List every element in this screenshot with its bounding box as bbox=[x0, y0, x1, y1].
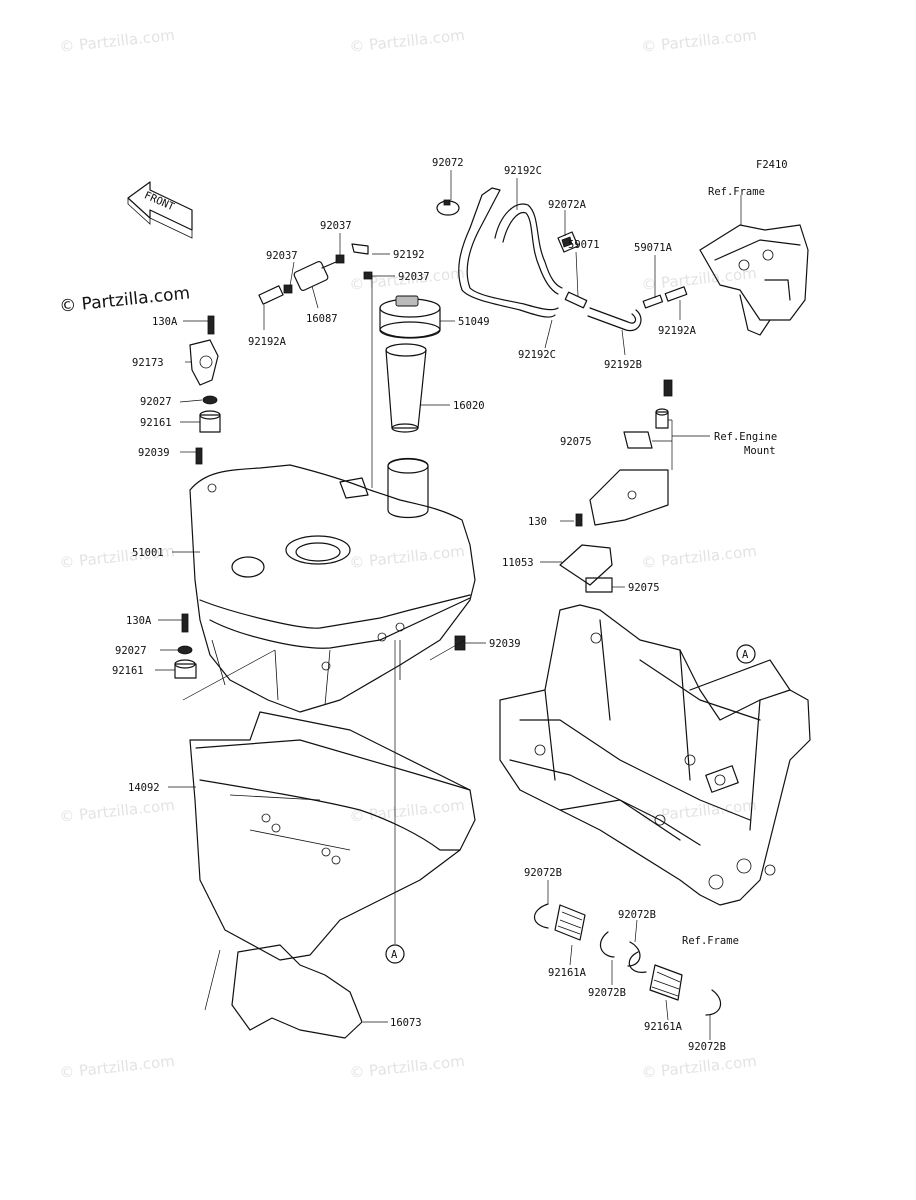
callout-92192: 92192 bbox=[393, 249, 425, 261]
callout-92072: 92072 bbox=[432, 157, 464, 169]
callout-51001: 51001 bbox=[132, 547, 164, 559]
callout-59071A: 59071A bbox=[634, 242, 673, 254]
callout-92173: 92173 bbox=[132, 357, 164, 369]
callout-labels: 92072 92192C 92072A 92037 92037 92192 92… bbox=[112, 157, 777, 1053]
fuel-strainer bbox=[385, 343, 427, 433]
watermark: © Partzilla.com bbox=[349, 1052, 466, 1082]
callout-92161A-2: 92161A bbox=[644, 1021, 683, 1033]
watermark: © Partzilla.com bbox=[641, 26, 758, 56]
tank-guard bbox=[189, 711, 476, 961]
callout-92161A-1: 92161A bbox=[548, 967, 587, 979]
callout-92039-top: 92039 bbox=[138, 447, 170, 459]
breather-hose-assembly bbox=[436, 187, 688, 332]
callout-16073: 16073 bbox=[390, 1017, 422, 1029]
callout-92027-top: 92027 bbox=[140, 396, 172, 408]
callout-130A-bottom: 130A bbox=[126, 615, 152, 627]
callout-11053: 11053 bbox=[502, 557, 534, 569]
callout-16087: 16087 bbox=[306, 313, 338, 325]
callout-92192A-right: 92192A bbox=[658, 325, 697, 337]
watermark: © Partzilla.com bbox=[349, 26, 466, 56]
front-arrow-icon: FRONT bbox=[127, 181, 193, 239]
callout-92039-bottom: 92039 bbox=[489, 638, 521, 650]
callout-92072B-3: 92072B bbox=[588, 987, 626, 999]
ref-engine-mount-line2: Mount bbox=[744, 445, 776, 457]
callout-59071: 59071 bbox=[568, 239, 600, 251]
callout-92192B: 92192B bbox=[604, 359, 642, 371]
ref-engine-mount-line1: Ref.Engine bbox=[714, 431, 777, 443]
ref-frame-bottom: Ref.Frame bbox=[682, 935, 739, 947]
callout-16020: 16020 bbox=[453, 400, 485, 412]
callout-92027-bottom: 92027 bbox=[115, 645, 147, 657]
callout-92037-b: 92037 bbox=[266, 250, 298, 262]
ref-frame-top: Ref.Frame bbox=[708, 186, 765, 198]
watermark: © Partzilla.com bbox=[59, 796, 176, 826]
callout-92192A-left: 92192A bbox=[248, 336, 287, 348]
callout-51049: 51049 bbox=[458, 316, 490, 328]
callout-92037-a: 92037 bbox=[320, 220, 352, 232]
callout-92072B-2: 92072B bbox=[618, 909, 656, 921]
watermark: © Partzilla.com bbox=[59, 1052, 176, 1082]
watermark: © Partzilla.com bbox=[641, 796, 758, 826]
watermark: © Partzilla.com bbox=[349, 542, 466, 572]
front-label: FRONT bbox=[142, 189, 176, 213]
fuel-cap bbox=[379, 295, 441, 339]
tank-pad bbox=[231, 944, 363, 1039]
callout-130A-top: 130A bbox=[152, 316, 178, 328]
partzilla-watermark: © Partzilla.com bbox=[58, 283, 191, 317]
callout-92161-bottom: 92161 bbox=[112, 665, 144, 677]
callout-92072A: 92072A bbox=[548, 199, 587, 211]
watermark: © Partzilla.com bbox=[641, 1052, 758, 1082]
callout-92192C-top: 92192C bbox=[504, 165, 542, 177]
engine-mount-hardware bbox=[559, 379, 673, 593]
left-mount-hardware bbox=[189, 315, 221, 465]
callout-92037-c: 92037 bbox=[398, 271, 430, 283]
callout-130: 130 bbox=[528, 516, 547, 528]
marker-a-label: A bbox=[391, 949, 398, 961]
watermark: © Partzilla.com bbox=[349, 796, 466, 826]
callout-92075-bottom: 92075 bbox=[628, 582, 660, 594]
bottom-grommets bbox=[533, 903, 722, 1016]
callout-92192C-bottom: 92192C bbox=[518, 349, 556, 361]
leader-lines bbox=[155, 170, 742, 1040]
marker-a-label: A bbox=[742, 649, 749, 661]
fuel-filter-assembly bbox=[258, 243, 373, 305]
callout-14092: 14092 bbox=[128, 782, 160, 794]
fuel-tank bbox=[189, 457, 476, 713]
figure-code: F2410 bbox=[756, 159, 788, 171]
callout-92075-top: 92075 bbox=[560, 436, 592, 448]
watermark: © Partzilla.com bbox=[641, 542, 758, 572]
frame bbox=[499, 604, 811, 906]
callout-92072B-4: 92072B bbox=[688, 1041, 726, 1053]
frame-bracket-top bbox=[699, 224, 809, 336]
callout-92072B-1: 92072B bbox=[524, 867, 562, 879]
callout-92161-top: 92161 bbox=[140, 417, 172, 429]
watermark: © Partzilla.com bbox=[59, 26, 176, 56]
marker-a-group: A A bbox=[385, 644, 756, 964]
